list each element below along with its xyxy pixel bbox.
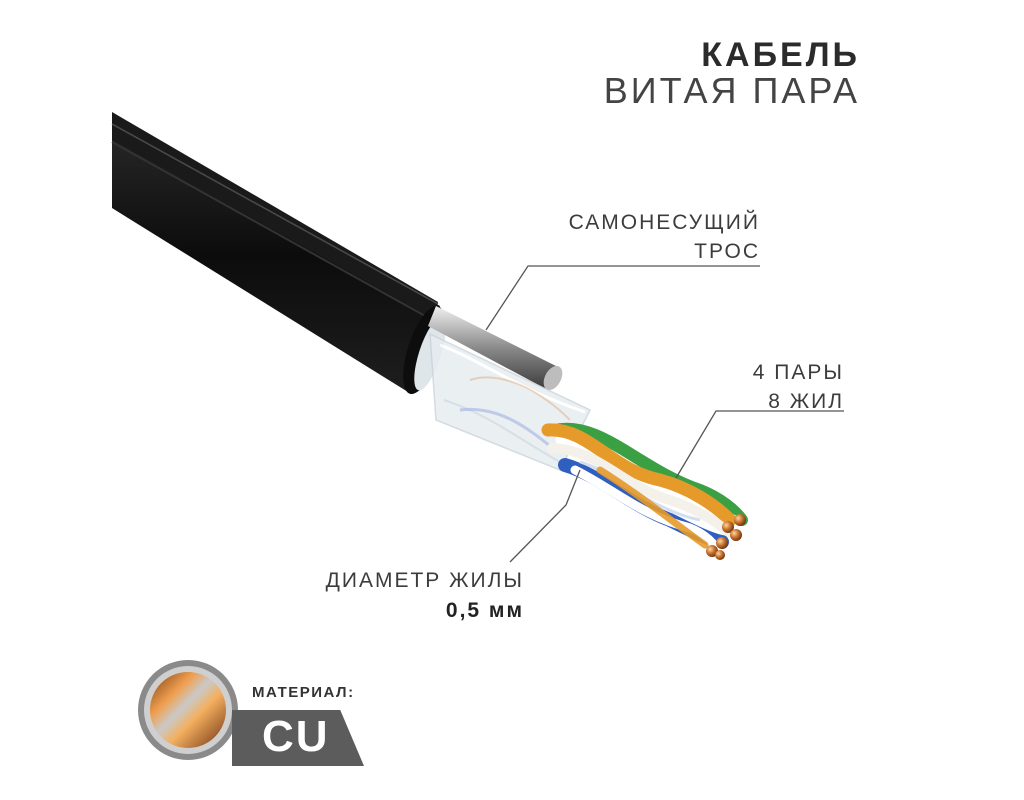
material-label: МАТЕРИАЛ: (252, 684, 355, 701)
callout-diameter-value: 0,5 мм (445, 599, 524, 622)
callout-diameter-line1: ДИАМЕТР ЖИЛЫ (325, 569, 524, 592)
callout-pairs-line1: 4 ПАРЫ (752, 361, 844, 384)
material-badge: CU (232, 710, 364, 766)
callout-messenger: САМОНЕСУЩИЙ ТРОС (480, 208, 760, 266)
callout-pairs-line2: 8 ЖИЛ (768, 390, 844, 413)
leader-lines (485, 265, 844, 563)
page-title-line1: КАБЕЛЬ (701, 36, 860, 74)
copper-material-icon (138, 660, 238, 760)
steel-messenger-wire (428, 306, 563, 391)
cable-jacket (111, 112, 446, 395)
twisted-pairs (541, 422, 748, 560)
callout-diameter: ДИАМЕТР ЖИЛЫ 0,5 мм (300, 566, 524, 626)
material-value: CU (262, 712, 330, 761)
callout-pairs: 4 ПАРЫ 8 ЖИЛ (640, 358, 844, 416)
page-title-line2: ВИТАЯ ПАРА (603, 70, 860, 111)
callout-messenger-line2: ТРОС (694, 240, 760, 263)
callout-messenger-line1: САМОНЕСУЩИЙ (568, 211, 760, 234)
